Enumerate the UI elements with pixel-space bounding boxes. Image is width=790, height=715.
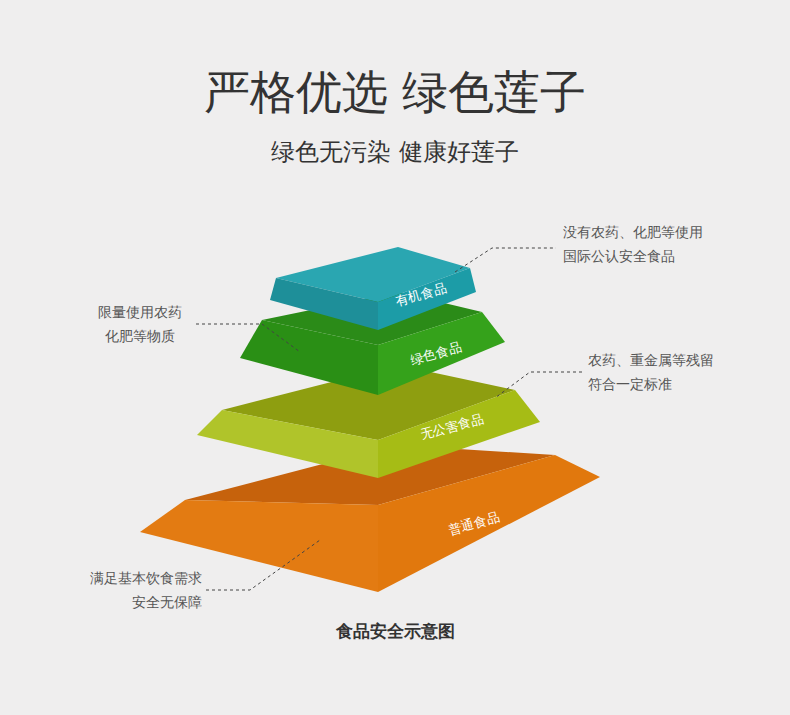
layer-label: 无公害食品 [418,410,485,444]
layer-face [378,312,505,395]
page-title: 严格优选 绿色莲子 [0,62,790,124]
leader-line [455,248,556,272]
caption: 食品安全示意图 [0,620,790,643]
layer-label: 普通食品 [447,509,502,540]
pyramid-layer: 普通食品 [140,445,600,592]
layer-label: 有机食品 [394,280,449,311]
layer-face [197,410,378,478]
layer-face [378,268,476,330]
layer-face [185,445,555,505]
leader-line [206,540,320,590]
pyramid-layer: 有机食品 [270,247,476,330]
layer-face [378,455,600,592]
callout-text: 农药、重金属等残留 符合一定标准 [588,348,728,396]
pyramid-layer: 绿色食品 [240,292,505,395]
callout-text: 限量使用农药 化肥等物质 [80,300,200,348]
subtitle: 绿色无污染 健康好莲子 [0,136,790,168]
layer-face [270,278,378,330]
layer-face [262,292,482,345]
leader-line [495,372,582,398]
layer-shape [140,445,600,592]
callout-text: 没有农药、化肥等使用 国际公认安全食品 [563,220,715,268]
layer-face [378,390,540,478]
layer-label: 绿色食品 [409,339,464,370]
pyramid-layer: 无公害食品 [197,365,540,478]
layer-shape [240,292,505,395]
layer-shape [197,365,540,478]
layer-face [240,320,378,395]
callout-text: 满足基本饮食需求 安全无保障 [50,566,202,614]
leader-line [196,324,300,352]
